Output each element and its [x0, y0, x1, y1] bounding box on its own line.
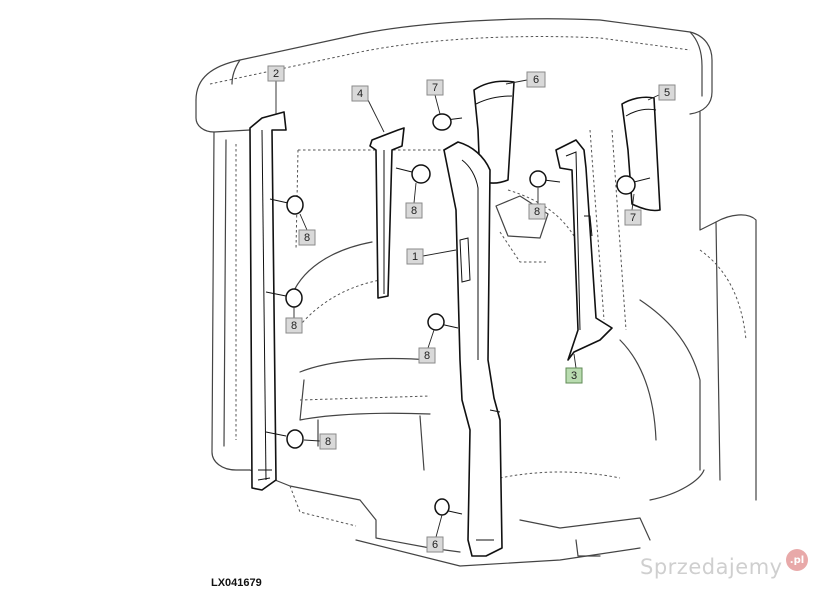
svg-text:8: 8: [291, 320, 297, 332]
watermark-badge: .pl: [786, 549, 808, 571]
trim-panel-2: [249, 111, 287, 491]
svg-text:7: 7: [630, 212, 636, 224]
svg-text:3: 3: [571, 370, 577, 382]
svg-text:7: 7: [432, 82, 438, 94]
callout-4: 4: [351, 85, 369, 102]
svg-text:6: 6: [432, 539, 438, 551]
svg-text:8: 8: [411, 205, 417, 217]
screw-8-f: [529, 170, 561, 188]
callout-8-left-top: 8: [298, 229, 316, 246]
svg-text:2: 2: [273, 68, 279, 80]
callout-6-upper: 6: [526, 71, 546, 88]
screw-8-e: [427, 313, 459, 331]
svg-text:8: 8: [534, 206, 540, 218]
svg-text:1: 1: [412, 251, 418, 263]
callout-8-part4: 8: [405, 202, 423, 219]
trim-panel-4: [369, 127, 405, 299]
parts: [249, 80, 661, 557]
callout-8-center: 8: [418, 347, 436, 364]
callout-5: 5: [658, 84, 676, 101]
screw-8-d: [395, 164, 431, 184]
pin-7-b: [616, 175, 651, 195]
callout-3: 3: [565, 367, 583, 384]
callout-8-left-bottom: 8: [319, 433, 337, 450]
svg-text:5: 5: [664, 87, 670, 99]
screw-6-b: [434, 498, 463, 516]
callout-6-bottom: 6: [426, 536, 444, 553]
leader-lines: [275, 79, 662, 538]
screw-8-a: [269, 195, 304, 215]
callout-8-right: 8: [528, 203, 546, 220]
svg-text:4: 4: [357, 88, 363, 100]
drawing-id-label: LX041679: [211, 577, 262, 589]
fasteners: [265, 113, 651, 516]
callout-2: 2: [267, 65, 285, 82]
callouts: 2 4 7 6 5 8 8 8 1 8 7 8 3 8 8 6: [267, 65, 676, 553]
pin-7-a: [432, 113, 463, 131]
trim-panel-3: [555, 139, 613, 361]
svg-text:6: 6: [533, 74, 539, 86]
callout-7-upper: 7: [426, 79, 444, 96]
screw-8-c: [265, 429, 304, 449]
trim-panel-1: [443, 141, 503, 557]
svg-text:8: 8: [424, 350, 430, 362]
watermark-text: Sprzedajemy: [640, 555, 783, 579]
callout-1: 1: [406, 248, 424, 265]
svg-text:8: 8: [304, 232, 310, 244]
callout-7-right: 7: [624, 209, 642, 226]
callout-8-left-mid: 8: [285, 317, 303, 334]
screw-8-b: [265, 288, 303, 308]
svg-text:8: 8: [325, 436, 331, 448]
